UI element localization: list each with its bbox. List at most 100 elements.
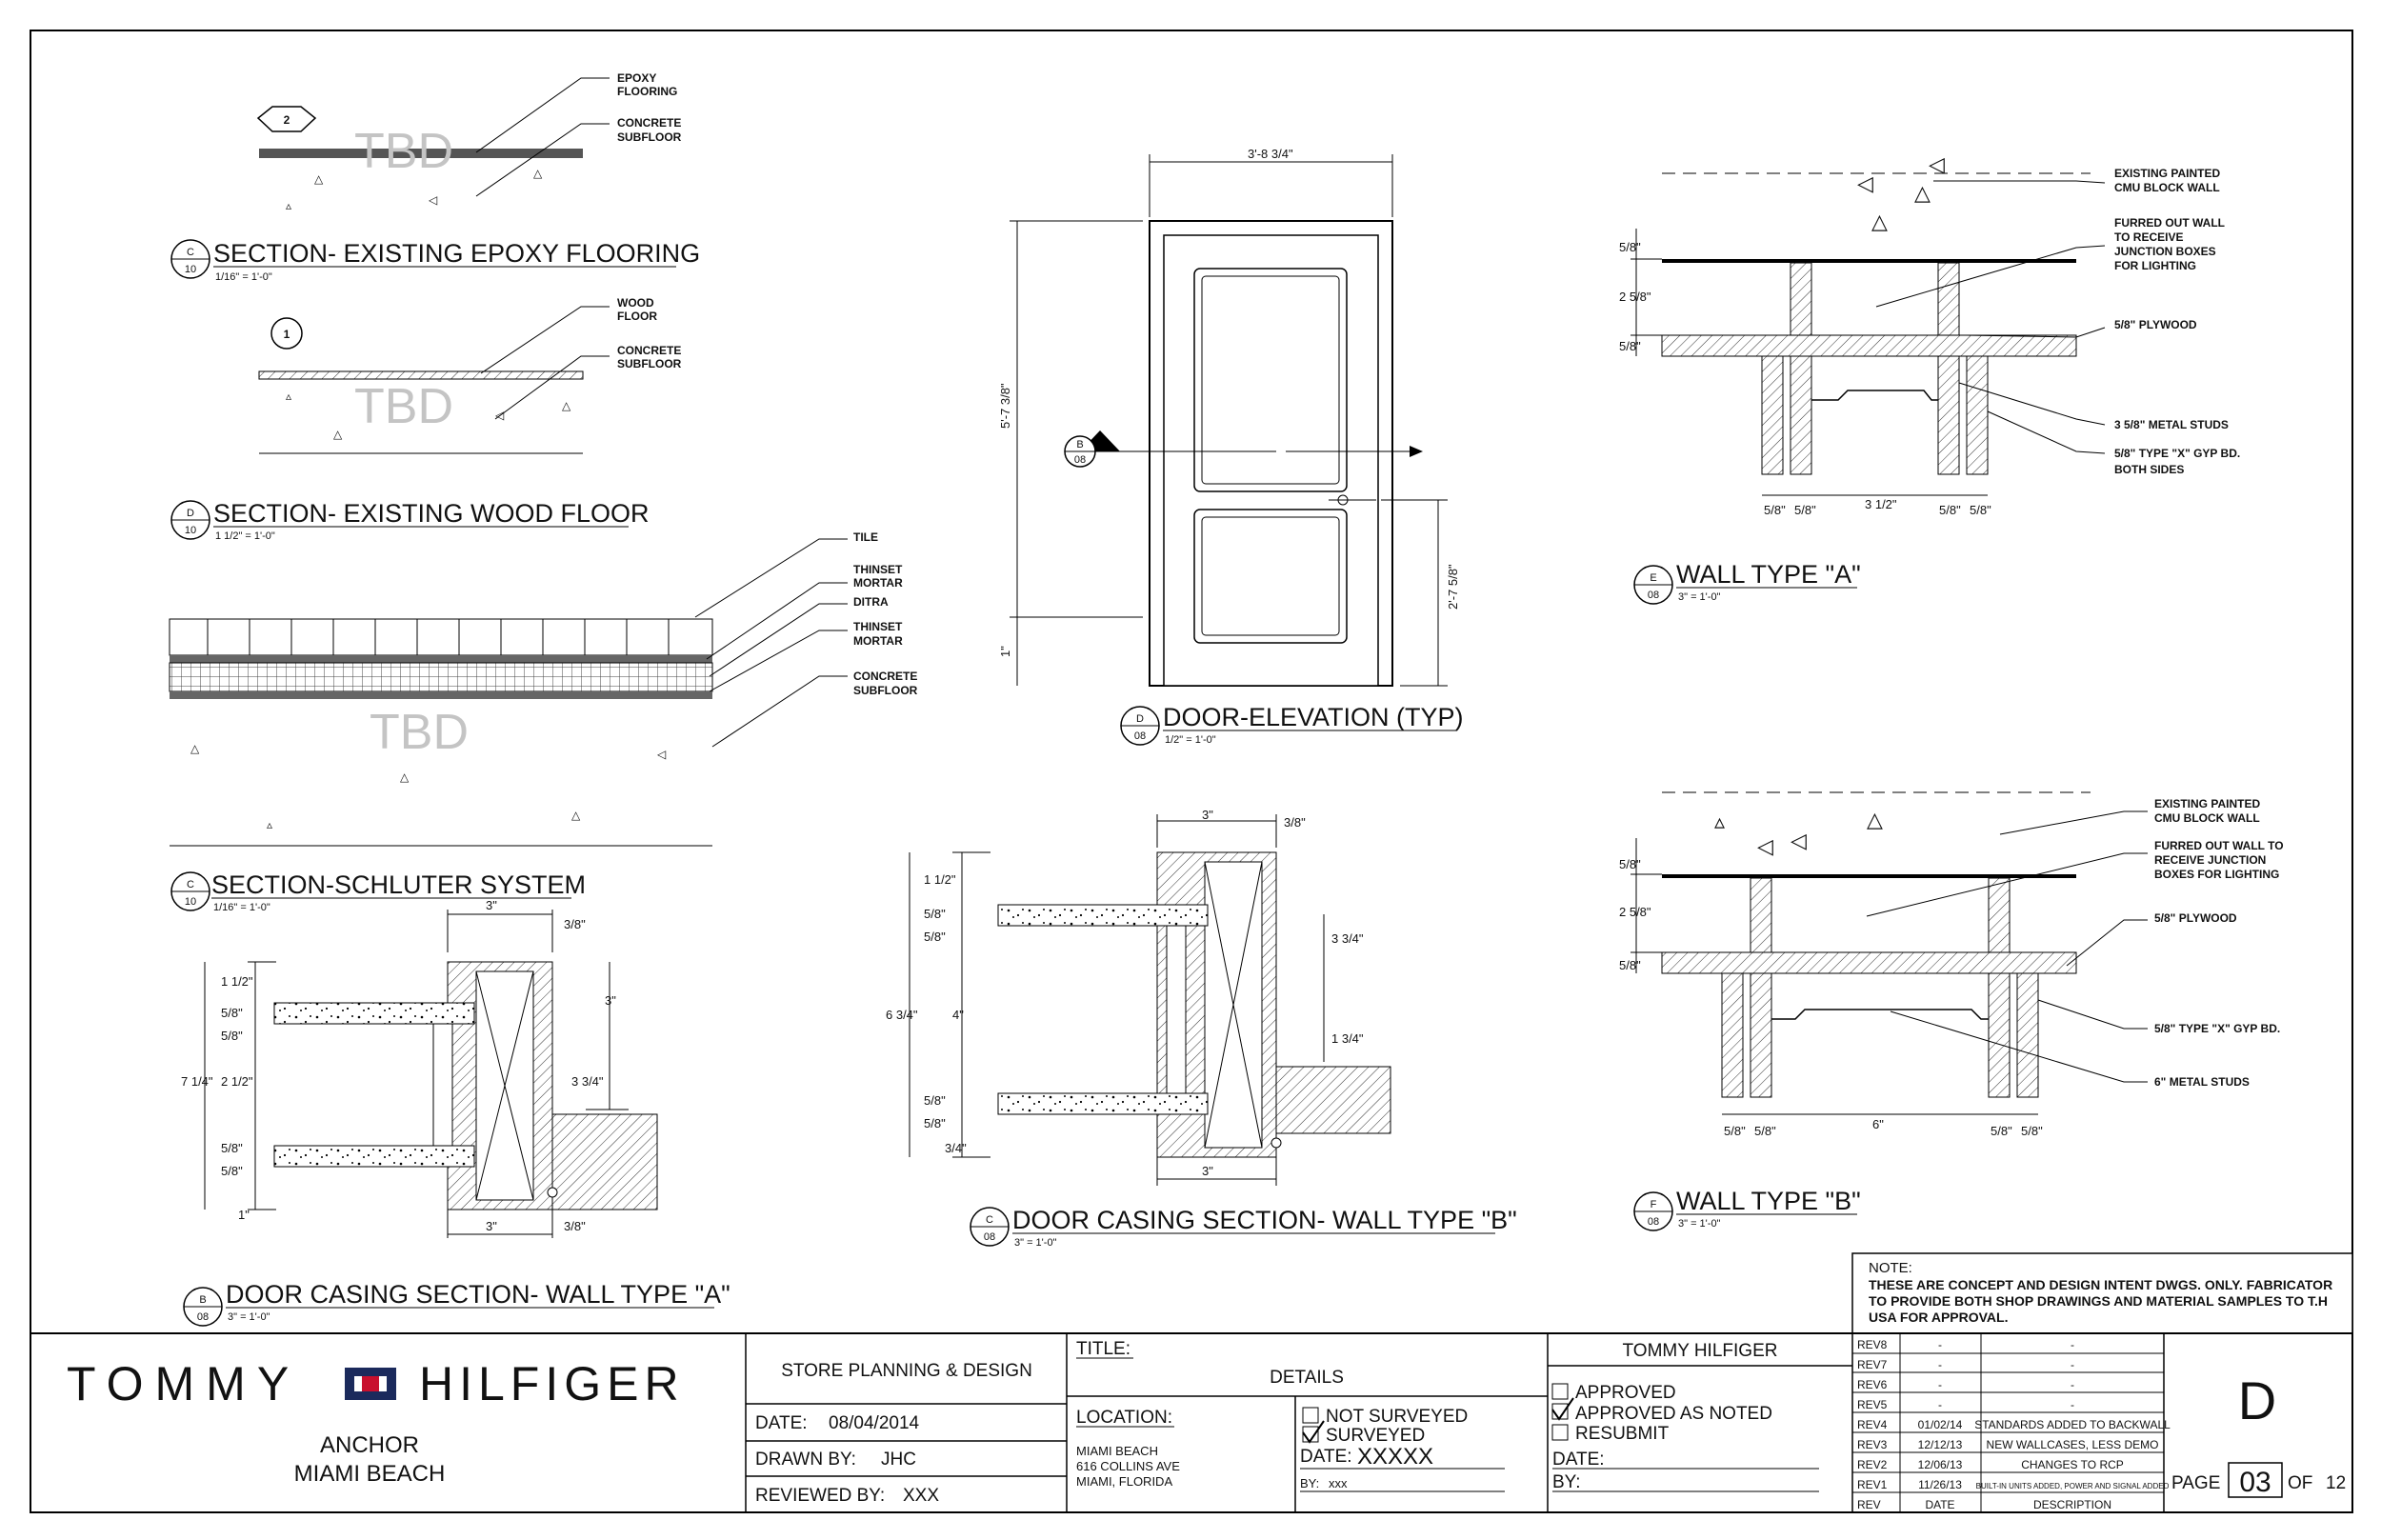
plywood [1661, 334, 2077, 357]
dimension: 1 1/2" [221, 974, 253, 989]
dimension: 3" [1202, 1164, 1213, 1178]
label: JUNCTION BOXES [2114, 245, 2216, 258]
label: CONCRETE [853, 670, 917, 683]
label: CMU BLOCK WALL [2114, 181, 2220, 194]
label: TILE [853, 530, 878, 544]
dimension: 1" [238, 1208, 250, 1222]
bubble-sheet: 10 [185, 264, 196, 275]
surveyed-label: SURVEYED [1326, 1426, 1425, 1446]
dimension: 5/8" [221, 1006, 243, 1020]
revision-description: DESCRIPTION [2033, 1498, 2111, 1511]
revision-description: - [2071, 1398, 2074, 1411]
detail-title: DOOR CASING SECTION- WALL TYPE "B" [1012, 1206, 1517, 1234]
dimension: 5/8" [924, 1093, 946, 1108]
dimension: 5/8" [1764, 503, 1786, 517]
wood-layer [258, 370, 584, 380]
revision-id: REV5 [1857, 1398, 1888, 1411]
svg-text:△: △ [1914, 181, 1931, 205]
revision-id: REV [1857, 1498, 1881, 1511]
approved-checkbox[interactable] [1551, 1383, 1569, 1400]
bubble-letter: C [187, 247, 194, 258]
label: MORTAR [853, 576, 903, 590]
detail-title: WALL TYPE "A" [1676, 560, 1861, 589]
bubble-letter: C [187, 879, 194, 890]
door-slab [551, 1113, 658, 1210]
brand-right: HILFIGER [419, 1357, 685, 1410]
label: 6" METAL STUDS [2154, 1075, 2250, 1089]
revision-date: - [1938, 1358, 1942, 1371]
not-surveyed-checkbox[interactable] [1302, 1407, 1319, 1424]
bubble-sheet: 10 [185, 896, 196, 908]
note-line: THESE ARE CONCEPT AND DESIGN INTENT DWGS… [1869, 1277, 2332, 1292]
label: FOR LIGHTING [2114, 259, 2196, 272]
revision-id: REV8 [1857, 1338, 1888, 1351]
reviewed-label: REVIEWED BY: [755, 1486, 885, 1506]
detail-wood-floor: 1 TBD WOOD FLOOR CONCRETE SUBFLOOR ▵◁△△ … [170, 296, 682, 542]
dimension: 3" [1202, 808, 1213, 822]
survey-by-label: BY: [1300, 1476, 1319, 1490]
detail-title: SECTION- EXISTING EPOXY FLOORING [213, 239, 700, 268]
check-icon [1302, 1420, 1325, 1444]
label: EXISTING PAINTED [2154, 797, 2260, 810]
revision-date: - [1938, 1338, 1942, 1351]
dimension: 5/8" [1724, 1124, 1746, 1138]
detail-epoxy-flooring: 2 TBD EPOXY FLOORING CONCRETE SUBFLOOR △… [170, 71, 700, 283]
tbd-watermark: TBD [354, 124, 453, 179]
door-slab [1275, 1066, 1391, 1134]
store-name: ANCHOR [320, 1432, 419, 1458]
resubmit-checkbox[interactable] [1551, 1424, 1569, 1441]
metal-stud [1811, 390, 1938, 401]
sheet-title: DETAILS [1270, 1368, 1344, 1388]
dimension: 5/8" [1619, 958, 1641, 972]
bubble-letter: E [1650, 572, 1656, 584]
gyp-bd [1966, 355, 1989, 475]
bubble-letter: D [187, 508, 194, 519]
dimension: 5/8" [1754, 1124, 1776, 1138]
label: CONCRETE [617, 116, 681, 130]
label: 3 5/8" METAL STUDS [2114, 418, 2229, 431]
detail-door-casing-wall-b: 3" 3/8" 1 1/2" 5/8" 5/8" 6 3/4" 4" 3 3/4… [886, 808, 1517, 1249]
revision-id: REV2 [1857, 1458, 1888, 1471]
label: RECEIVE JUNCTION [2154, 853, 2266, 867]
svg-text:△: △ [190, 742, 200, 755]
note-box: NOTE: THESE ARE CONCEPT AND DESIGN INTEN… [1851, 1252, 2353, 1334]
revision-date: 12/12/13 [1918, 1438, 1963, 1451]
detail-door-casing-wall-a: 3" 3/8" 1 1/2" 5/8" 5/8" 3" 7 1/4" 2 1/2… [181, 898, 730, 1327]
dimension: 6 3/4" [886, 1008, 918, 1022]
furring [1750, 877, 1772, 953]
detail-wall-type-b: ◁◁△▵ EXISTING PAINTED CMU BLOCK WALL FUR… [1619, 791, 2284, 1231]
gyp-bd [1721, 972, 1744, 1098]
flag-logo [345, 1368, 396, 1400]
revision-date: 12/06/13 [1918, 1458, 1963, 1471]
svg-text:△: △ [571, 809, 581, 822]
dimension: 1 1/2" [924, 872, 956, 887]
dimension: 3/8" [1284, 815, 1306, 830]
detail-scale: 3" = 1'-0" [1014, 1237, 1057, 1249]
label: WOOD [617, 296, 654, 310]
svg-text:◁: ◁ [1757, 834, 1773, 858]
dimension: 5/8" [221, 1141, 243, 1155]
bubble-sheet: 08 [1648, 590, 1659, 601]
label: CMU BLOCK WALL [2154, 811, 2260, 825]
svg-text:◁: ◁ [1857, 171, 1873, 195]
dimension: 5/8" [1619, 857, 1641, 871]
bubble-letter: C [986, 1214, 993, 1226]
revision-description: STANDARDS ADDED TO BACKWALL [1974, 1418, 2171, 1431]
svg-text:▵: ▵ [1714, 810, 1725, 833]
page-number: 03 [2239, 1467, 2271, 1498]
date-label: DATE: [755, 1413, 808, 1433]
floor-tag: 2 [284, 113, 290, 127]
not-surveyed-label: NOT SURVEYED [1326, 1407, 1468, 1427]
detail-title: SECTION-SCHLUTER SYSTEM [211, 870, 586, 899]
revision-description: NEW WALLCASES, LESS DEMO [1987, 1438, 2159, 1451]
dimension: 5/8" [1619, 339, 1641, 353]
svg-text:△: △ [314, 172, 324, 186]
cmu-face [1662, 874, 2076, 878]
label: FURRED OUT WALL [2114, 216, 2225, 230]
door-panel-lower [1193, 509, 1348, 644]
dimension: 6" [1872, 1117, 1884, 1131]
address-line: MIAMI, FLORIDA [1076, 1474, 1172, 1489]
dimension: 2'-7 5/8" [1446, 564, 1460, 610]
dimension: 1 3/4" [1331, 1031, 1364, 1046]
label: CONCRETE [617, 344, 681, 357]
